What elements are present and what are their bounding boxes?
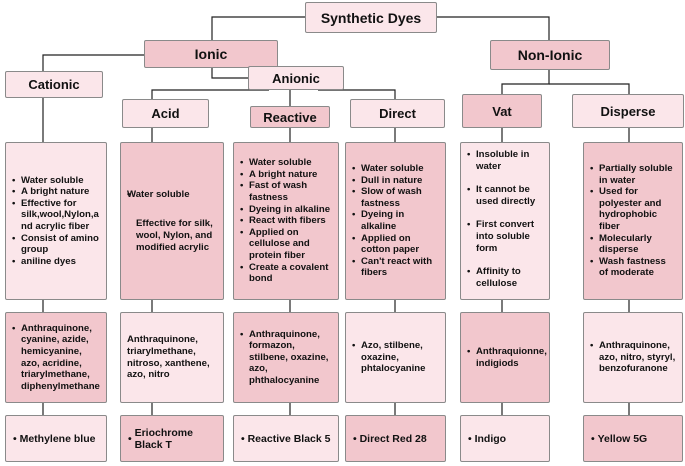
list-item: Water soluble [12, 175, 100, 187]
class-disperse-label: Disperse [600, 103, 656, 119]
class-reactive: Reactive [250, 106, 330, 128]
class-disperse: Disperse [572, 94, 684, 128]
branch-non-ionic: Non-Ionic [490, 40, 610, 70]
list-item: Effective for silk, wool, Nylon, and mod… [136, 218, 213, 253]
list-item: Can't react with fibers [352, 256, 439, 279]
branch-anionic-label: Anionic [272, 70, 320, 86]
example-direct: • Direct Red 28 [345, 415, 446, 462]
branch-cationic-label: Cationic [28, 77, 80, 92]
list-item: Azo, stilbene, oxazine, phtalocyanine [352, 340, 439, 375]
class-vat: Vat [462, 94, 542, 128]
example-label: Reactive Black 5 [247, 432, 331, 445]
example-label: Yellow 5G [597, 432, 648, 445]
example-bullet: • [13, 432, 20, 445]
example-bullet: • [353, 432, 360, 445]
class-direct: Direct [350, 99, 445, 128]
list-item: Fast of wash fastness [240, 180, 332, 203]
example-bullet: • [241, 432, 248, 445]
properties-cationic: Water soluble A bright nature Effective … [5, 142, 107, 300]
list-item: Anthraquinone, triarylmethane, nitroso, … [127, 334, 210, 381]
branch-anionic: Anionic [248, 66, 344, 90]
branch-ionic-label: Ionic [194, 46, 228, 62]
example-bullet: • [591, 432, 598, 445]
list-item: Dyeing in alkaline [352, 209, 439, 232]
class-acid-label: Acid [151, 106, 180, 121]
branch-cationic: Cationic [5, 71, 103, 98]
list-item: Molecularly disperse [590, 233, 676, 256]
root-title: Synthetic Dyes [320, 9, 422, 26]
example-label: Indigo [474, 432, 507, 445]
structures-acid: Anthraquinone, triarylmethane, nitroso, … [120, 312, 224, 403]
example-label: Methylene blue [19, 432, 96, 445]
list-item: Consist of amino group [12, 233, 100, 256]
list-item: Create a covalent bond [240, 262, 332, 285]
properties-acid: Water soluble Effective for silk, wool, … [120, 142, 224, 300]
example-label: Direct Red 28 [359, 432, 427, 445]
list-item: Used for polyester and hydrophobic fiber [590, 186, 676, 232]
structures-vat: Anthraquionne, indigiods [460, 312, 550, 403]
branch-ionic: Ionic [144, 40, 278, 68]
example-bullet: • [468, 432, 475, 445]
list-item: It cannot be used directly [467, 184, 543, 207]
list-item: Slow of wash fastness [352, 186, 439, 209]
example-vat: • Indigo [460, 415, 550, 462]
structures-cationic: Anthraquinone, cyanine, azide, hemicyani… [5, 312, 107, 403]
list-item: Insoluble in water [467, 149, 543, 172]
list-item: A bright nature [240, 169, 332, 181]
example-label: Eriochrome Black T [134, 426, 193, 451]
example-reactive: • Reactive Black 5 [233, 415, 339, 462]
branch-non-ionic-label: Non-Ionic [517, 47, 583, 63]
class-reactive-label: Reactive [263, 109, 317, 125]
list-item: Anthraquionne, indigiods [467, 346, 547, 369]
list-item: Water soluble [352, 163, 439, 175]
list-item: Anthraquinone, formazon, stilbene, oxazi… [240, 329, 332, 387]
list-item: aniline dyes [12, 256, 100, 268]
list-item: Partially soluble in water [590, 163, 676, 186]
list-item: Water soluble [127, 189, 217, 201]
structures-direct: Azo, stilbene, oxazine, phtalocyanine [345, 312, 446, 403]
class-direct-label: Direct [379, 106, 416, 121]
list-item: Wash fastness of moderate [590, 256, 676, 279]
list-item: First convert into soluble form [467, 219, 543, 254]
class-acid: Acid [122, 99, 209, 128]
properties-direct: Water soluble Dull in nature Slow of was… [345, 142, 446, 300]
list-item: Affinity to cellulose [467, 266, 543, 289]
list-item: Dyeing in alkaline [240, 204, 332, 216]
list-item: A bright nature [12, 186, 100, 198]
structures-disperse: Anthraquinone, azo, nitro, styryl, benzo… [583, 312, 683, 403]
class-vat-label: Vat [492, 103, 512, 119]
list-item: Water soluble [240, 157, 332, 169]
list-item: Applied on cotton paper [352, 233, 439, 256]
example-cationic: • Methylene blue [5, 415, 107, 462]
list-item: React with fibers [240, 215, 332, 227]
structures-reactive: Anthraquinone, formazon, stilbene, oxazi… [233, 312, 339, 403]
list-item: Applied on cellulose and protein fiber [240, 227, 332, 262]
list-item: Dull in nature [352, 175, 439, 187]
example-disperse: • Yellow 5G [583, 415, 683, 462]
example-acid: • Eriochrome Black T [120, 415, 224, 462]
example-bullet: • [128, 432, 135, 445]
root-node-synthetic-dyes: Synthetic Dyes [305, 2, 437, 33]
properties-vat: Insoluble in water It cannot be used dir… [460, 142, 550, 300]
properties-reactive: Water soluble A bright nature Fast of wa… [233, 142, 339, 300]
list-item: Anthraquinone, cyanine, azide, hemicyani… [12, 323, 100, 393]
properties-disperse: Partially soluble in water Used for poly… [583, 142, 683, 300]
list-item: Effective for silk,wool,Nylon,a nd acryl… [12, 198, 100, 233]
list-item: Anthraquinone, azo, nitro, styryl, benzo… [590, 340, 676, 375]
